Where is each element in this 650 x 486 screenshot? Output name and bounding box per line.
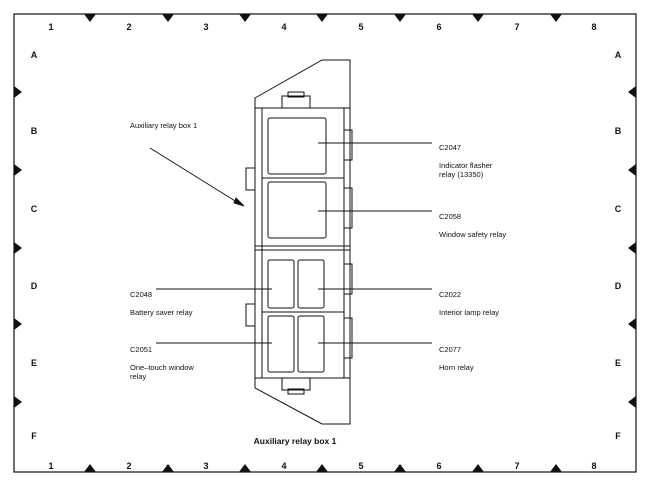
callout-desc: Horn relay — [439, 363, 474, 372]
diagram-caption: Auxiliary relay box 1 — [253, 436, 337, 446]
callout-desc: One–touch window relay — [130, 363, 194, 381]
callout-code: C2022 — [439, 290, 462, 299]
callout-desc: Indicator flasher relay (13350) — [439, 161, 493, 179]
socket-c2051 — [267, 315, 295, 373]
row-label-b-right: B — [614, 126, 622, 136]
socket-c2022 — [297, 259, 325, 309]
diagram-border — [13, 13, 637, 473]
socket-c2058 — [267, 181, 327, 239]
col-label-3-top: 3 — [203, 22, 209, 32]
row-label-d-right: D — [614, 281, 622, 291]
col-label-8-top: 8 — [591, 22, 597, 32]
col-label-7-bottom: 7 — [514, 461, 520, 471]
row-label-b-left: B — [30, 126, 38, 136]
col-label-2-bottom: 2 — [126, 461, 132, 471]
callout-c2077: C2077 Horn relay — [439, 336, 474, 381]
relay-sockets — [267, 117, 327, 373]
left-edge-markers — [14, 86, 22, 408]
callout-c2048: C2048 Battery saver relay — [130, 281, 193, 326]
callout-code: C2051 — [130, 345, 153, 354]
col-label-4-top: 4 — [281, 22, 287, 32]
callout-c2058: C2058 Window safety relay — [439, 203, 506, 248]
relay-box-housing — [245, 59, 353, 425]
row-label-c-right: C — [614, 204, 622, 214]
callout-c2022: C2022 Interior lamp relay — [439, 281, 499, 326]
right-edge-markers — [628, 86, 636, 408]
callout-desc: Interior lamp relay — [439, 308, 500, 317]
callout-code: C2048 — [130, 290, 153, 299]
col-label-2-top: 2 — [126, 22, 132, 32]
col-label-5-bottom: 5 — [358, 461, 364, 471]
row-label-a-right: A — [614, 50, 622, 60]
row-label-d-left: D — [30, 281, 38, 291]
col-label-6-bottom: 6 — [436, 461, 442, 471]
row-label-f-left: F — [31, 431, 37, 441]
callout-desc: Window safety relay — [439, 230, 507, 239]
callout-code: C2058 — [439, 212, 462, 221]
callout-code: C2077 — [439, 345, 462, 354]
socket-c2048 — [267, 259, 295, 309]
col-label-1-top: 1 — [48, 22, 54, 32]
callout-c2047: C2047 Indicator flasher relay (13350) — [439, 134, 492, 188]
row-label-f-right: F — [615, 431, 621, 441]
bottom-edge-markers — [84, 464, 562, 472]
row-label-a-left: A — [30, 50, 38, 60]
col-label-7-top: 7 — [514, 22, 520, 32]
col-label-4-bottom: 4 — [281, 461, 287, 471]
col-label-3-bottom: 3 — [203, 461, 209, 471]
callout-desc: Battery saver relay — [130, 308, 193, 317]
socket-c2047 — [267, 117, 327, 175]
callout-c2051: C2051 One–touch window relay — [130, 336, 194, 390]
col-label-6-top: 6 — [436, 22, 442, 32]
row-label-c-left: C — [30, 204, 38, 214]
socket-c2077 — [297, 315, 325, 373]
callout-code: C2047 — [439, 143, 462, 152]
col-label-1-bottom: 1 — [48, 461, 54, 471]
top-edge-markers — [84, 14, 562, 22]
leader-lines — [149, 142, 432, 344]
row-label-e-right: E — [614, 358, 621, 368]
relay-box-title-label: Auxiliary relay box 1 — [130, 121, 198, 130]
col-label-8-bottom: 8 — [591, 461, 597, 471]
col-label-5-top: 5 — [358, 22, 364, 32]
row-label-e-left: E — [30, 358, 37, 368]
